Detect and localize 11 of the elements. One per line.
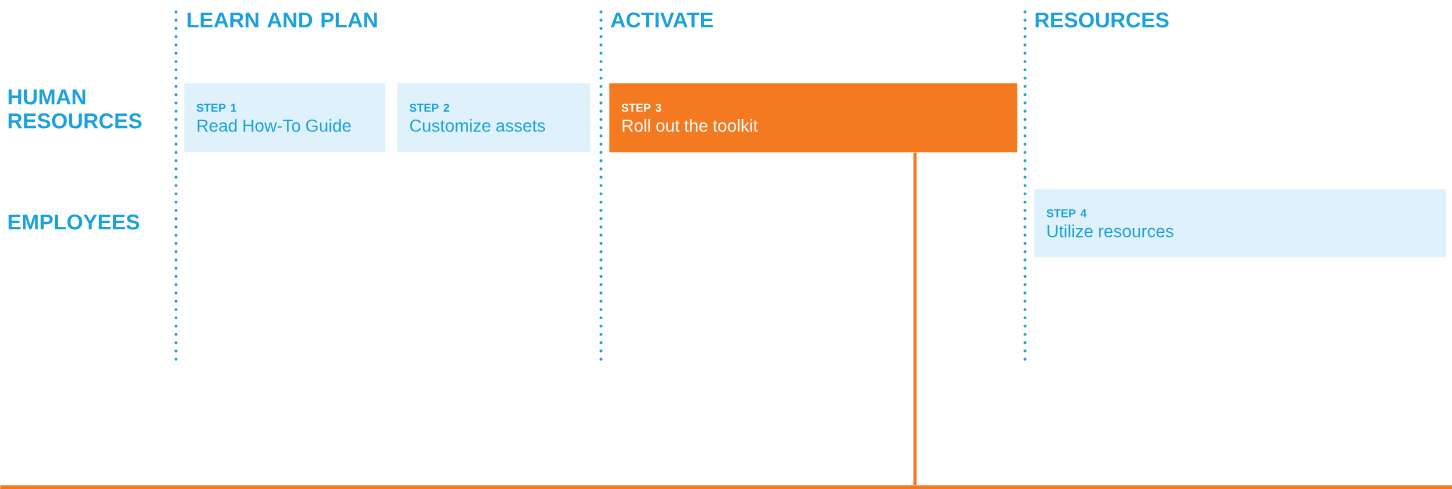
step-box: STEP 3 Roll out the toolkit (609, 83, 1018, 153)
column-heading: RESOURCES (1035, 12, 1169, 28)
bar (0, 485, 1452, 489)
column-heading: LEARN AND PLAN (187, 12, 377, 28)
row-heading: EMPLOYEES (8, 214, 140, 230)
step-box: STEP 1 Read How-To Guide (184, 83, 386, 153)
row-heading: HUMAN RESOURCES (8, 89, 142, 129)
step-box: STEP 2 Customize assets (397, 83, 591, 153)
column-heading: ACTIVATE (610, 12, 713, 28)
step-box: STEP 4 Utilize resources (1034, 189, 1447, 258)
connector-line (913, 152, 917, 485)
